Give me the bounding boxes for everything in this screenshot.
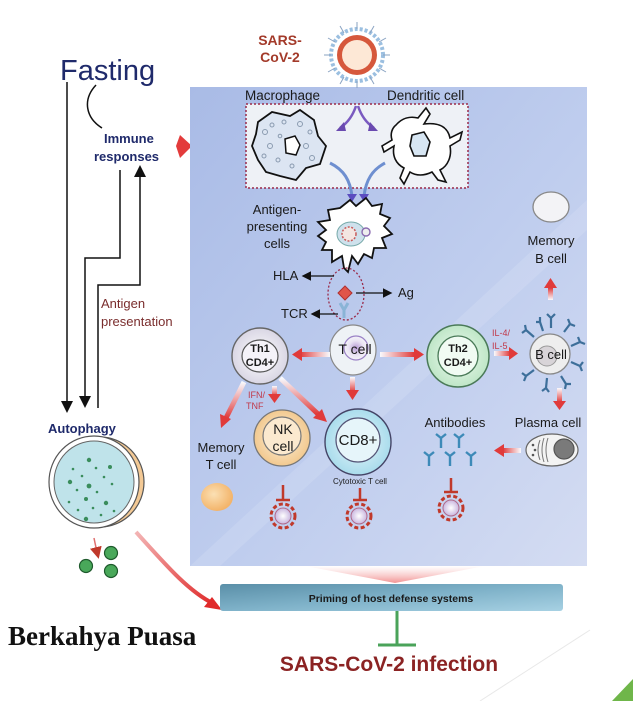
ifn-tnf-label-line1: IFN/ <box>248 390 265 400</box>
corner-line-decoration <box>479 629 591 701</box>
memory-b-cell-icon <box>532 191 570 223</box>
fasting-to-immune-arrow <box>86 84 103 129</box>
antigen-presenting-cell-icon <box>316 196 394 274</box>
virus-to-dendritic-arrowhead <box>368 122 378 131</box>
il4-il5-label-line2: IL-5 <box>492 341 508 351</box>
il4-il5-label-line1: IL-4/ <box>492 328 511 338</box>
macrophage-to-apc-arrowhead <box>347 194 357 202</box>
autophagy-label: Autophagy <box>48 421 117 436</box>
sars-cov-2-label-line2: CoV-2 <box>260 49 300 65</box>
corner-decoration <box>612 679 633 701</box>
antibodies-inhibit-virus <box>444 478 458 494</box>
memory-b-cell-label-line1: Memory <box>528 233 575 248</box>
ag-label: Ag <box>398 285 414 300</box>
th1-label-line2: CD4+ <box>246 357 274 369</box>
th1-label-line1: Th1 <box>250 343 270 355</box>
immune-responses-label-line1: Immune <box>104 131 154 146</box>
priming-inhibits-infection <box>378 611 416 647</box>
t-cell-icon <box>329 324 377 376</box>
autophagosome-icon <box>48 435 145 529</box>
dendritic-cell-icon <box>381 106 464 186</box>
nk-cell-icon <box>253 409 311 467</box>
nk-cell-label-line2: cell <box>272 438 293 454</box>
apc-label-line3: cells <box>264 236 291 251</box>
cd8-inhibits-virus <box>353 488 367 502</box>
b-cell-to-memory-b-arrow <box>544 278 557 300</box>
autophagosome-release-arrow <box>89 537 102 559</box>
antibodies-icon <box>423 433 477 466</box>
b-cell-label: B cell <box>535 347 567 362</box>
antigen-presentation-label-line2: presentation <box>101 314 173 329</box>
b-cell-icon <box>521 313 586 393</box>
plasma-cell-to-antibodies-arrow <box>494 444 521 457</box>
immune-responses-label-line2: responses <box>94 149 159 164</box>
nk-inhibits-virus <box>276 485 290 502</box>
th2-cd4-cell-icon <box>426 324 490 388</box>
page-title: Berkahya Puasa <box>8 621 197 651</box>
t-cell-to-cd8-arrow <box>346 377 359 400</box>
plasma-cell-label: Plasma cell <box>515 415 582 430</box>
memory-t-cell-label-line2: T cell <box>206 457 237 472</box>
b-cell-to-plasma-cell-arrow <box>553 388 566 410</box>
panel-highlight <box>190 200 587 566</box>
dendritic-cell-label: Dendritic cell <box>387 88 464 103</box>
memory-t-cell-icon <box>201 483 233 511</box>
plasma-cell-icon <box>525 433 579 467</box>
infected-cell-icon <box>437 494 465 522</box>
cytotoxic-t-cell-label: Cytotoxic T cell <box>333 477 387 486</box>
antigen-presentation-arrow <box>97 165 146 408</box>
th2-label-line1: Th2 <box>448 343 468 355</box>
antigen-icon <box>337 285 353 301</box>
cd8-label: CD8+ <box>339 432 378 449</box>
macrophage-icon <box>251 108 328 182</box>
fasting-label: Fasting <box>60 55 155 87</box>
th1-to-cd8-arrowhead <box>313 409 327 422</box>
apc-label-line1: Antigen- <box>253 202 301 217</box>
nk-cell-label-line1: NK <box>273 421 293 437</box>
th2-to-b-cell-arrow <box>494 347 518 360</box>
panel-to-priming-funnel <box>305 566 485 583</box>
t-cell-label: T cell <box>338 341 371 357</box>
apc-label-line2: presenting <box>247 219 308 234</box>
t-cell-to-th2-arrow <box>380 348 424 361</box>
synapse-ring <box>327 267 365 321</box>
th1-to-nk-arrow <box>268 386 281 403</box>
infected-cell-icon <box>345 502 373 530</box>
macrophage-to-apc-arrow <box>329 161 354 197</box>
sars-cov-2-virus-icon <box>324 22 390 88</box>
priming-label: Priming of host defense systems <box>309 593 474 605</box>
sars-cov-2-label-line1: SARS- <box>258 32 302 48</box>
priming-bar <box>220 584 563 611</box>
th1-to-cd8-arrow <box>278 376 320 416</box>
ifn-tnf-label-line2: TNF <box>246 401 264 411</box>
th1-to-memory-t-arrow <box>223 380 247 420</box>
released-vesicles-icon <box>78 545 119 579</box>
cd8-cell-icon <box>324 408 392 476</box>
infection-label: SARS-CoV-2 infection <box>280 653 498 676</box>
immune-to-autophagy-arrow <box>79 170 121 408</box>
macrophage-label: Macrophage <box>245 88 320 103</box>
th1-cd4-cell-icon <box>231 327 289 385</box>
autophagy-to-priming-arrow <box>134 530 215 606</box>
virus-to-macrophage-arrowhead <box>336 122 346 131</box>
antibodies-label: Antibodies <box>425 415 486 430</box>
memory-t-cell-label-line1: Memory <box>198 440 245 455</box>
hla-label: HLA <box>273 268 299 283</box>
antigen-presentation-label-line1: Antigen <box>101 296 145 311</box>
dendritic-to-apc-arrow <box>362 161 386 197</box>
dendritic-to-apc-arrowhead <box>359 194 369 202</box>
infected-cell-icon <box>269 502 297 530</box>
tcr-receptor-icon <box>338 302 350 318</box>
memory-b-cell-label-line2: B cell <box>535 251 567 266</box>
t-cell-to-th1-arrow <box>292 348 330 361</box>
immune-to-panel-arrow <box>176 135 192 158</box>
tcr-label: TCR <box>281 306 308 321</box>
autophagy-to-priming-arrowhead <box>204 597 222 610</box>
th2-label-line2: CD4+ <box>444 357 472 369</box>
th1-to-memory-t-arrowhead <box>220 414 231 428</box>
